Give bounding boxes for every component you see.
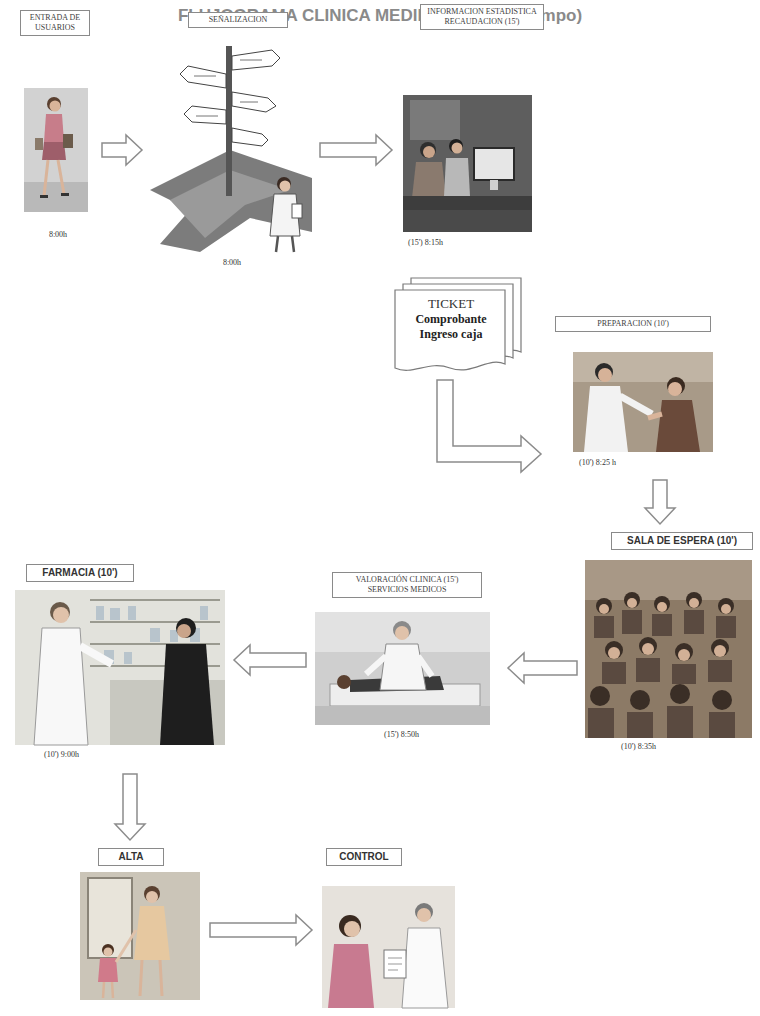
step-time: 8:00h [20,230,96,240]
step-time: 8:00h [206,258,258,268]
ticket-heading: TICKET [403,296,499,312]
step-time: (10') 8:35h [619,742,658,752]
process-step: SEÑALIZACION 8:00h [148,8,314,272]
step-header: INFORMACION ESTADISTICA RECAUDACION (15'… [420,4,544,30]
block-arrow [320,135,392,165]
step-header: SALA DE ESPERA (10') [611,532,753,550]
step-header: PREPARACION (10') [555,316,711,332]
block-arrow [210,915,312,945]
preparation-photo [573,352,713,452]
block-arrow [115,774,145,840]
step-header: VALORACIÓN CLINICA (15') SERVICIOS MEDIC… [332,572,482,598]
pharmacy-photo [15,590,225,745]
step-header: SEÑALIZACION [188,12,288,28]
block-arrow [508,653,577,683]
document-page [395,290,505,370]
process-step: PREPARACION (10') (10') 8:25 h [545,312,717,474]
block-arrow [437,380,541,472]
block-arrow [645,480,675,524]
step-time: (10') 8:25 h [577,458,618,468]
process-step: VALORACIÓN CLINICA (15') SERVICIOS MEDIC… [312,570,502,750]
block-arrow [102,135,142,165]
process-step: ALTA [76,846,204,1004]
ticket-body: Comprobante Ingreso caja [403,312,499,342]
discharge-photo [80,872,200,1000]
information-desk-photo [403,95,532,232]
ticket-document: TICKETComprobante Ingreso caja [393,276,529,378]
step-header: CONTROL [326,848,402,866]
process-step: CONTROL [318,846,458,1012]
process-step: FARMACIA (10') (10') 9:00h [12,562,228,768]
block-arrow [234,645,306,675]
checkup-photo [322,886,455,1008]
step-header: FARMACIA (10') [26,564,134,582]
entrance-photo [24,88,88,212]
process-step: SALA DE ESPERA (10') (10') 8:35h [583,530,755,760]
waiting-room-photo [585,560,752,738]
signpost-drawing [150,46,312,252]
clinical-exam-photo [315,612,490,725]
step-time: (15') 8:15h [406,238,445,248]
step-header: ALTA [98,848,164,866]
diagram-title: FLUJOGRAMA CLINICA MEDINA (Medir el tiem… [0,6,760,26]
ticket-text: TICKETComprobante Ingreso caja [403,296,499,342]
process-step: INFORMACION ESTADISTICA RECAUDACION (15'… [398,2,568,254]
step-header: ENTRADA DE USUARIOS [20,10,90,36]
step-time: (15') 8:50h [382,730,421,740]
step-time: (10') 9:00h [42,750,81,760]
process-step: ENTRADA DE USUARIOS 8:00h [16,8,96,250]
